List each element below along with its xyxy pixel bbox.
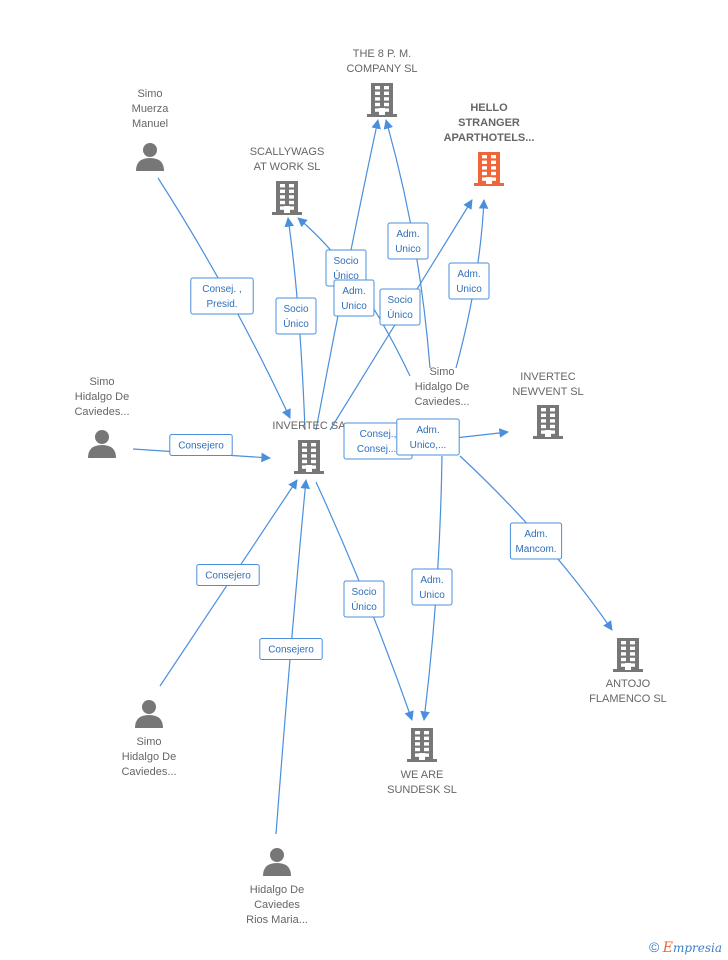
edge-label-text: Consejero: [178, 441, 224, 452]
edge-label-text: Unico,...: [410, 440, 447, 451]
edge-label-text: Adm.: [524, 529, 547, 540]
edge-label-text: Mancom.: [515, 544, 556, 555]
node-label-hidalgo_rios[interactable]: Hidalgo De: [250, 884, 304, 896]
edge-label-text: Unico: [419, 590, 445, 601]
building-icon[interactable]: [533, 405, 563, 439]
edge-label-box[interactable]: [259, 638, 323, 660]
person-icon[interactable]: [88, 430, 116, 458]
edge-label-text: Único: [333, 269, 359, 282]
brand-first-letter: E: [662, 940, 673, 956]
edge-label-box[interactable]: [448, 262, 490, 300]
edge-label-text: Único: [351, 600, 377, 613]
edge-label-text: Adm.: [420, 575, 443, 586]
copyright-symbol: ©: [649, 939, 660, 955]
edge-label-text: Presid.: [206, 299, 237, 310]
node-label-simo_hidalgo_mid[interactable]: Hidalgo De: [415, 381, 469, 393]
node-label-simo_hidalgo_mid[interactable]: Caviedes...: [414, 396, 469, 408]
building-icon[interactable]: [367, 83, 397, 117]
edge-label-text: Unico: [456, 284, 482, 295]
building-icon[interactable]: [613, 638, 643, 672]
edge-label-text: Unico: [395, 244, 421, 255]
node-label-hidalgo_rios[interactable]: Rios Maria...: [246, 914, 308, 926]
edge-label-box[interactable]: [387, 222, 429, 260]
node-label-simo_muerza[interactable]: Muerza: [132, 103, 170, 115]
node-label-the8pm[interactable]: COMPANY SL: [346, 63, 417, 75]
edge-label-box[interactable]: [411, 568, 453, 606]
edge-label-text: Consejero: [268, 645, 314, 656]
node-label-hidalgo_rios[interactable]: Caviedes: [254, 899, 300, 911]
node-label-hello[interactable]: STRANGER: [458, 117, 520, 129]
edge-label-box[interactable]: [190, 277, 254, 315]
building-icon[interactable]: [474, 152, 504, 186]
edge-label-text: Adm.: [416, 425, 439, 436]
person-icon[interactable]: [135, 700, 163, 728]
node-label-simo_hidalgo_mid[interactable]: Simo: [429, 366, 454, 378]
node-label-newvent[interactable]: NEWVENT SL: [512, 386, 583, 398]
node-label-scallywags[interactable]: AT WORK SL: [254, 161, 321, 173]
edge-label-box[interactable]: [275, 297, 317, 335]
node-label-antojo[interactable]: ANTOJO: [606, 678, 651, 690]
edge-label-text: Adm.: [396, 229, 419, 240]
edge-simo_hidalgo_mid-to-newvent: [454, 428, 509, 439]
edge-label-box[interactable]: [509, 522, 563, 560]
node-label-simo_hidalgo_left[interactable]: Caviedes...: [74, 406, 129, 418]
nodes-layer: THE 8 P. M. COMPANY SL HELLO STRANGER APARTH…: [74, 48, 666, 926]
brand-name: mpresia: [672, 941, 722, 955]
edge-label-text: Adm.: [342, 286, 365, 297]
building-icon[interactable]: [407, 728, 437, 762]
brand-watermark: © Empresia: [649, 939, 722, 956]
node-label-hello[interactable]: HELLO: [470, 102, 508, 114]
node-label-scallywags[interactable]: SCALLYWAGS: [250, 146, 325, 158]
edge-label-text: Socio: [333, 256, 358, 267]
edge-label-text: Consejero: [205, 571, 251, 582]
node-label-simo_hidalgo_left[interactable]: Hidalgo De: [75, 391, 129, 403]
node-label-wearesundesk[interactable]: WE ARE: [401, 769, 444, 781]
edge-label-text: Socio: [351, 587, 376, 598]
person-icon[interactable]: [263, 848, 291, 876]
edge-label-text: Consej.,: [360, 429, 397, 440]
node-label-invertec[interactable]: INVERTEC SA: [272, 420, 346, 432]
edge-labels-layer: Consej. ,Presid.ConsejeroSocioÚnicoSocio…: [169, 222, 563, 660]
edge-label-box[interactable]: [333, 279, 375, 317]
edge-label-text: Único: [387, 308, 413, 321]
node-label-the8pm[interactable]: THE 8 P. M.: [353, 48, 411, 60]
edges-layer: [132, 119, 613, 835]
node-label-simo_muerza[interactable]: Manuel: [132, 118, 168, 130]
edge-label-text: Adm.: [457, 269, 480, 280]
edge-label-box[interactable]: [396, 418, 460, 456]
edge-label-text: Consej....: [357, 444, 399, 455]
person-icon[interactable]: [136, 143, 164, 171]
edge-label-text: Consej. ,: [202, 284, 241, 295]
node-label-wearesundesk[interactable]: SUNDESK SL: [387, 784, 457, 796]
edge-label-box[interactable]: [169, 434, 233, 456]
building-icon[interactable]: [272, 181, 302, 215]
edge-label-box[interactable]: [379, 288, 421, 326]
node-label-simo_hidalgo_bottom[interactable]: Hidalgo De: [122, 751, 176, 763]
edge-label-text: Socio: [387, 295, 412, 306]
node-label-newvent[interactable]: INVERTEC: [520, 371, 575, 383]
node-label-simo_hidalgo_left[interactable]: Simo: [89, 376, 114, 388]
edge-label-box[interactable]: [343, 580, 385, 618]
edge-label-text: Único: [283, 317, 309, 330]
node-label-simo_muerza[interactable]: Simo: [137, 88, 162, 100]
building-icon[interactable]: [294, 440, 324, 474]
node-label-simo_hidalgo_bottom[interactable]: Caviedes...: [121, 766, 176, 778]
node-label-antojo[interactable]: FLAMENCO SL: [589, 693, 667, 705]
edge-label-box[interactable]: [196, 564, 260, 586]
node-label-simo_hidalgo_bottom[interactable]: Simo: [136, 736, 161, 748]
edge-label-text: Unico: [341, 301, 367, 312]
edge-label-text: Socio: [283, 304, 308, 315]
node-label-hello[interactable]: APARTHOTELS...: [444, 132, 535, 144]
